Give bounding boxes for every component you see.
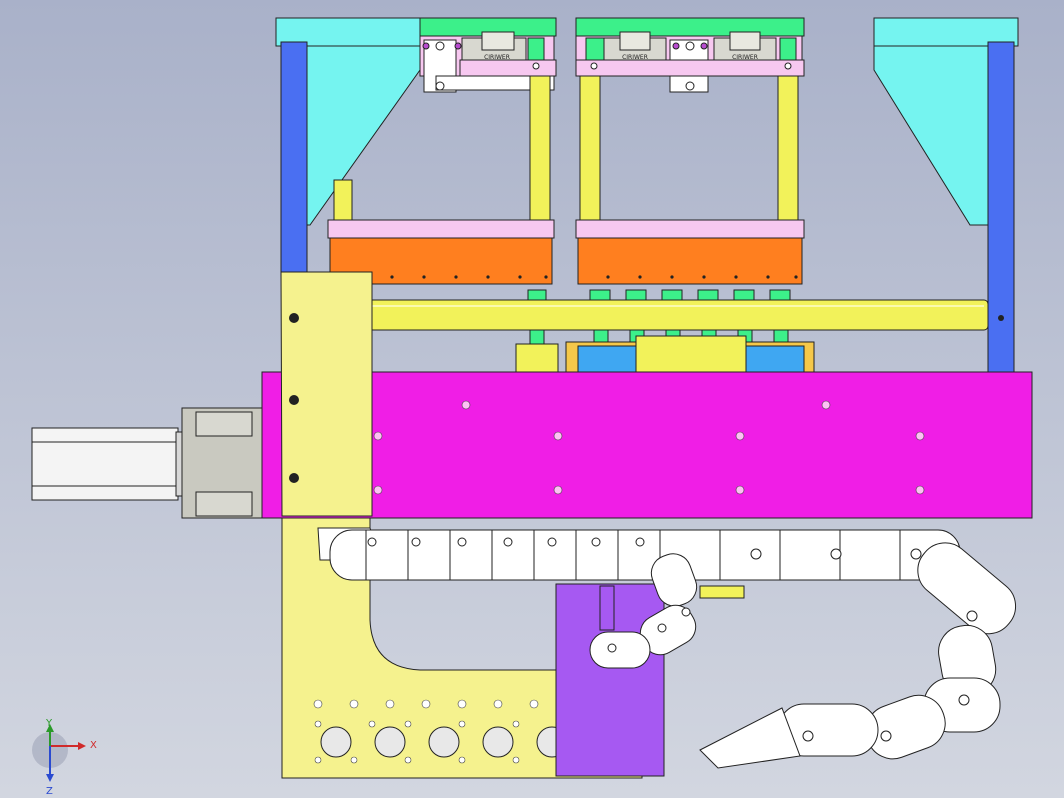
right-gripper-block: [575, 219, 805, 285]
left-blue-column: [280, 41, 308, 275]
bracket-cutouts: [320, 726, 568, 758]
cable-chain-upper: [317, 527, 961, 581]
triad-x-label: X: [90, 740, 97, 751]
bolt: [998, 315, 1004, 321]
cable-chain-loop: [589, 553, 698, 669]
bracket-bolts: [289, 313, 299, 483]
center-actuator: [515, 335, 815, 375]
coordinate-triad-icon: X Y Z: [32, 718, 97, 797]
right-linear-rail: [575, 17, 805, 37]
horizontal-rod: [365, 299, 989, 331]
rail-label: CIRIWER: [732, 54, 758, 61]
housing-holes: [373, 400, 925, 495]
triad-y-label: Y: [45, 718, 53, 729]
rail-label: CIRIWER: [622, 54, 648, 61]
triad-z-label: Z: [46, 786, 53, 797]
right-hopper: [873, 17, 1019, 226]
side-bracket: [280, 271, 373, 517]
purple-base-block: [555, 583, 745, 777]
left-carriage-group: [419, 31, 557, 93]
rail-label: CIRIWER: [484, 54, 510, 61]
main-housing: [261, 371, 1033, 519]
cable-chain-right: [699, 542, 1017, 769]
right-carriage-group: [575, 31, 805, 93]
servo-motor: [31, 407, 263, 519]
